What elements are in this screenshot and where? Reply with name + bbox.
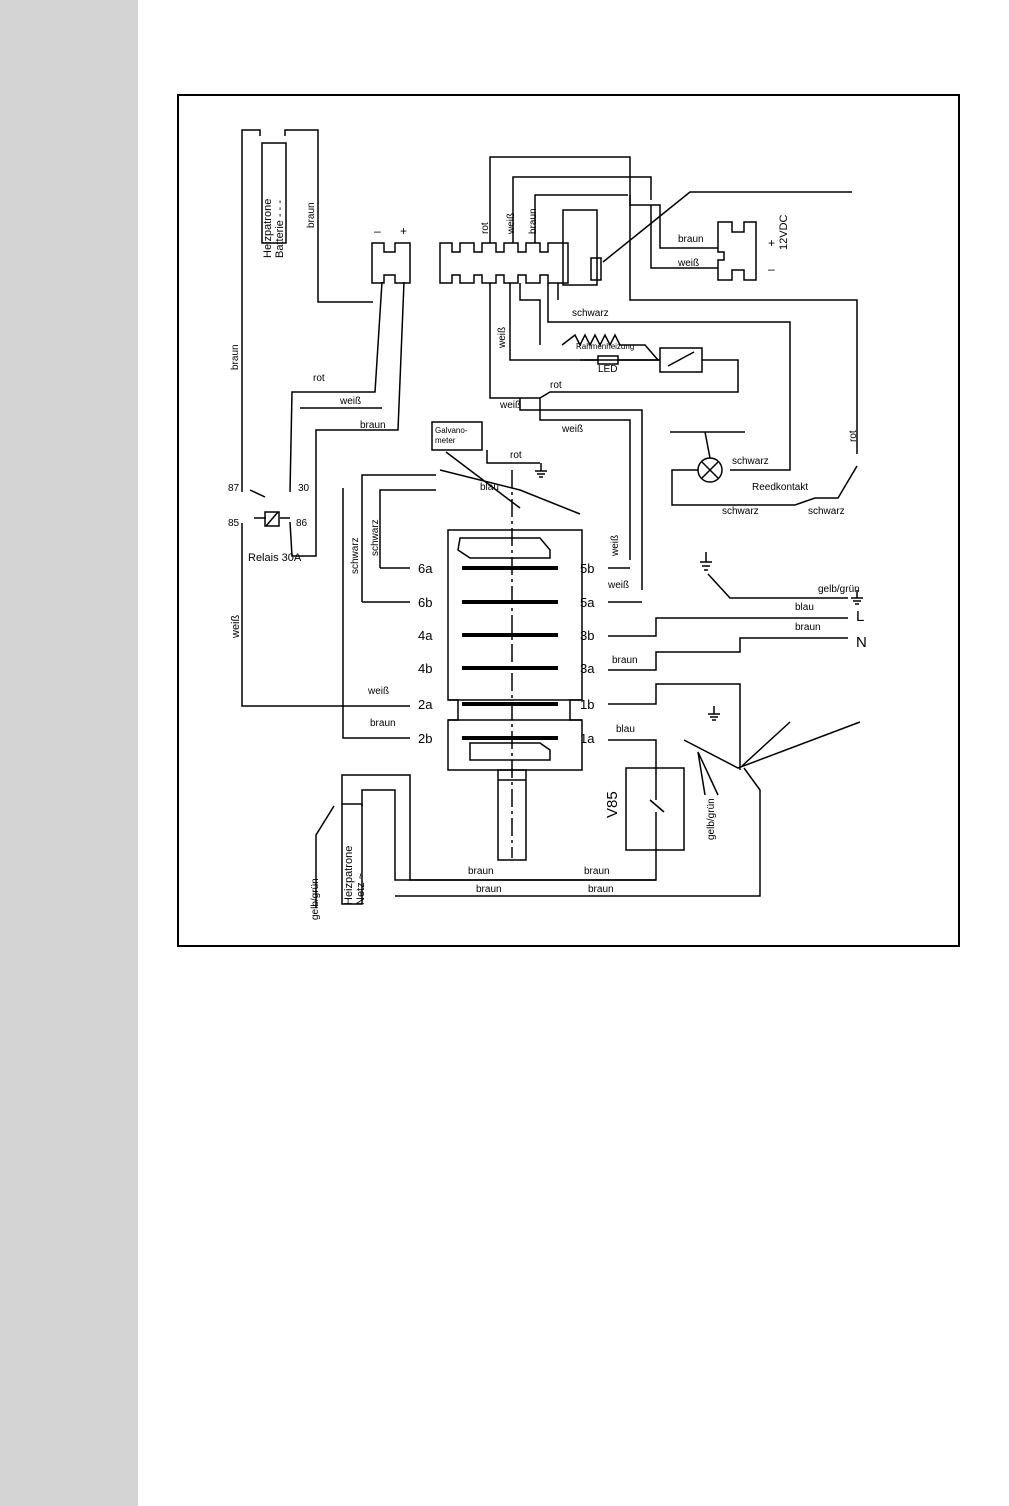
relay-pin-30: 30 bbox=[298, 483, 310, 494]
switch-pin-5a: 5a bbox=[580, 595, 595, 610]
switch-pin-2b: 2b bbox=[418, 731, 433, 746]
wire-label: braun bbox=[468, 866, 494, 877]
mains-L-label: L bbox=[856, 608, 865, 625]
ground-icon bbox=[708, 706, 720, 721]
switch-pin-4a: 4a bbox=[418, 628, 433, 643]
dc-plus-label: + bbox=[400, 224, 408, 238]
wire-label: schwarz bbox=[572, 308, 609, 319]
mains-cartridge-label: Heizpatrone Netz ~ bbox=[343, 845, 367, 905]
wire-label: braun bbox=[612, 655, 638, 666]
wire-label: rot bbox=[848, 430, 859, 442]
switch-pin-4b: 4b bbox=[418, 661, 433, 676]
diagram-frame bbox=[177, 94, 960, 947]
wire-label: weiß bbox=[506, 212, 517, 234]
wire-label: braun bbox=[360, 420, 386, 431]
relay-pin-87: 87 bbox=[228, 483, 240, 494]
led-label: LED bbox=[598, 364, 618, 375]
wire-label: weiß bbox=[497, 326, 508, 348]
wire-label: schwarz bbox=[722, 506, 759, 517]
wire-label: blau bbox=[480, 482, 499, 493]
dc-supply-label: 12VDC bbox=[778, 214, 790, 250]
wire-label: rot bbox=[510, 450, 522, 461]
wire-label: blau bbox=[616, 724, 635, 735]
wire-label: weiß bbox=[500, 400, 522, 411]
wire-label: braun bbox=[795, 622, 821, 633]
switch-pin-3b: 3b bbox=[580, 628, 595, 643]
relay-pin-86: 86 bbox=[296, 518, 308, 529]
ground-icons bbox=[535, 463, 863, 721]
wire-label: schwarz bbox=[350, 537, 361, 574]
wire-label: rot bbox=[550, 380, 562, 391]
switch-pin-2a: 2a bbox=[418, 697, 433, 712]
wire-label: braun bbox=[588, 884, 614, 895]
battery-cartridge-label: Heizpatrone Batterie - - - bbox=[262, 198, 286, 258]
mains-N-label: N bbox=[856, 634, 867, 651]
wire-label: braun bbox=[306, 202, 317, 228]
switch-pin-1a: 1a bbox=[580, 731, 595, 746]
switch-pin-6a: 6a bbox=[418, 561, 433, 576]
galvanometer-label: Galvano- meter bbox=[435, 426, 468, 445]
wire-label: braun bbox=[476, 884, 502, 895]
wire-label: weiß bbox=[610, 534, 621, 556]
reed-contact-label: Reedkontakt bbox=[752, 482, 809, 493]
wire-label: weiß bbox=[340, 396, 362, 407]
wire-label: braun bbox=[370, 718, 396, 729]
thermostat-label: V85 bbox=[604, 791, 621, 818]
switch-pin-3a: 3a bbox=[580, 661, 595, 676]
wire-label: weiß bbox=[368, 686, 390, 697]
page-margin-bar bbox=[0, 0, 138, 1506]
dc-minus-label: – bbox=[374, 224, 381, 238]
supply-minus-label: – bbox=[768, 262, 775, 276]
switch-pin-1b: 1b bbox=[580, 697, 595, 712]
wire-label: weiß bbox=[608, 580, 630, 591]
wire-label: weiß bbox=[562, 424, 584, 435]
wire-label: braun bbox=[678, 234, 704, 245]
wire-label: braun bbox=[230, 344, 241, 370]
wire-label: braun bbox=[584, 866, 610, 877]
wire-label: rot bbox=[313, 373, 325, 384]
ground-icon bbox=[851, 590, 863, 605]
wire-label: gelb/grün bbox=[310, 878, 321, 920]
ground-icon bbox=[535, 463, 547, 478]
wire-label: blau bbox=[795, 602, 814, 613]
relay-pin-85: 85 bbox=[228, 518, 240, 529]
wire-label: schwarz bbox=[732, 456, 769, 467]
frame-heater-label: Rahmenheizung bbox=[576, 342, 635, 351]
wire-label: rot bbox=[480, 222, 491, 234]
wire-label: schwarz bbox=[808, 506, 845, 517]
switch-pin-5b: 5b bbox=[580, 561, 595, 576]
wire-label: braun bbox=[528, 208, 539, 234]
wire-label: gelb/grün bbox=[818, 584, 860, 595]
relay-label: Relais 30A bbox=[248, 552, 302, 564]
ground-icon bbox=[700, 552, 712, 571]
wire-label: weiß bbox=[230, 614, 242, 638]
switch-pin-6b: 6b bbox=[418, 595, 433, 610]
wire-label: schwarz bbox=[370, 519, 381, 556]
wire-label: weiß bbox=[678, 258, 700, 269]
supply-plus-label: + bbox=[768, 236, 776, 250]
wire-label: gelb/grün bbox=[706, 798, 717, 840]
